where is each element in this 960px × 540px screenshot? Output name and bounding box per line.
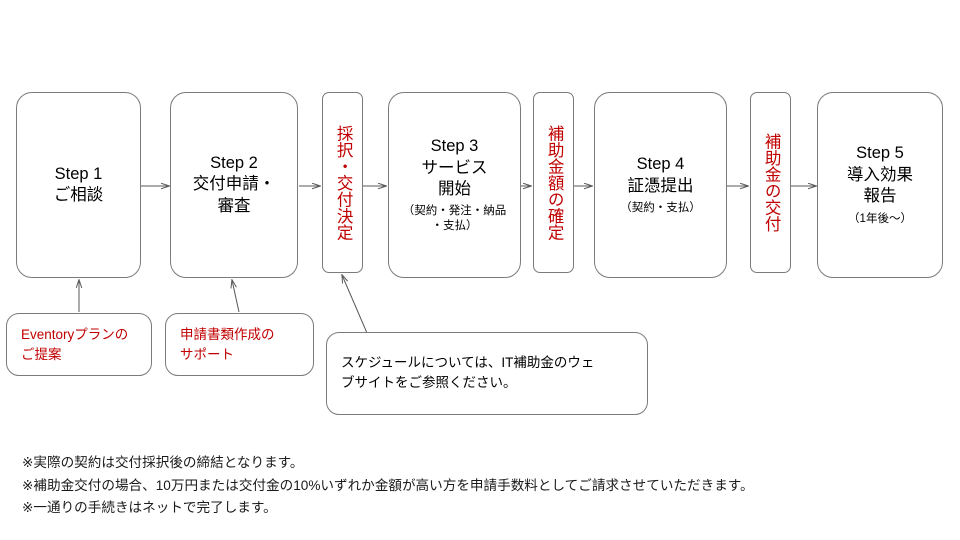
step-2-title: Step 2 [210, 153, 258, 172]
callout-1-text: Eventoryプランの ご提案 [7, 314, 142, 364]
step-box-4[interactable]: Step 4 証憑提出 （契約・支払） [594, 92, 727, 278]
gate-2-label: 補助金額の確定 [545, 124, 564, 241]
step-5-content: Step 5 導入効果 報告 （1年後～） [847, 143, 913, 226]
step-box-5[interactable]: Step 5 導入効果 報告 （1年後～） [817, 92, 943, 278]
step-3-subtitle-2: 開始 [438, 180, 471, 198]
step-3-title: Step 3 [430, 137, 479, 156]
step-2-subtitle: 交付申請・ [192, 175, 276, 194]
callout-1-line-1: Eventoryプランの [21, 327, 129, 342]
gate-box-1[interactable]: 採択・交付決定 [322, 92, 363, 273]
callout-3-text: スケジュールについては、IT補助金のウェ ブサイトをご参照ください。 [327, 333, 608, 392]
callout-box-3[interactable]: スケジュールについては、IT補助金のウェ ブサイトをご参照ください。 [326, 332, 648, 415]
step-5-subtitle-2: 報告 [863, 187, 897, 206]
step-4-subtitle: 証憑提出 [627, 176, 694, 195]
callout-3-line-2: ブサイトをご参照ください。 [341, 374, 517, 390]
step-4-title: Step 4 [636, 155, 685, 174]
gate-box-3[interactable]: 補助金の交付 [750, 92, 791, 273]
step-3-note: （契約・発注・納品 [402, 205, 507, 218]
step-box-1[interactable]: Step 1 ご相談 [16, 92, 141, 278]
step-1-subtitle: ご相談 [53, 186, 104, 204]
arrow-note3-to-gate1 [342, 275, 368, 334]
footnote-2: ※補助金交付の場合、10万円または交付金の10%いずれか金額が高い方を申請手数料… [22, 477, 754, 493]
step-1-content: Step 1 ご相談 [54, 164, 104, 207]
step-5-subtitle: 導入効果 [847, 165, 913, 184]
callout-2-line-2: サポート [180, 346, 234, 362]
step-2-subtitle-2: 審査 [217, 196, 251, 215]
step-3-content: Step 3 サービス 開始 （契約・発注・納品 ・支払） [403, 136, 507, 234]
step-3-note-2: ・支払） [431, 220, 478, 233]
step-3-subtitle: サービス [421, 158, 488, 177]
footnote-3: ※一通りの手続きはネットで完了します。 [22, 500, 277, 516]
step-5-title: Step 5 [856, 144, 904, 163]
footnote-1: ※実際の契約は交付採択後の締結となります。 [22, 455, 304, 470]
step-5-note: （1年後～） [848, 212, 912, 225]
step-1-title: Step 1 [54, 164, 103, 183]
gate-1-label: 採択・交付決定 [334, 124, 353, 241]
step-4-content: Step 4 証憑提出 （契約・支払） [620, 154, 701, 216]
footnote-list: ※実際の契約は交付採択後の締結となります。 ※補助金交付の場合、10万円または交… [22, 452, 942, 520]
callout-1-line-2: ご提案 [21, 346, 62, 362]
step-2-content: Step 2 交付申請・ 審査 [193, 153, 276, 217]
step-box-2[interactable]: Step 2 交付申請・ 審査 [170, 92, 298, 278]
arrow-note2-to-step2 [232, 280, 240, 313]
callout-3-line-1: スケジュールについては、IT補助金のウェ [341, 355, 595, 370]
callout-2-line-1: 申請書類作成の [180, 327, 275, 342]
callout-2-text: 申請書類作成の サポート [166, 314, 289, 364]
step-box-3[interactable]: Step 3 サービス 開始 （契約・発注・納品 ・支払） [388, 92, 521, 278]
callout-box-1[interactable]: Eventoryプランの ご提案 [6, 313, 152, 376]
gate-3-label: 補助金の交付 [762, 133, 781, 232]
step-4-note: （契約・支払） [620, 202, 701, 215]
callout-box-2[interactable]: 申請書類作成の サポート [165, 313, 314, 376]
gate-box-2[interactable]: 補助金額の確定 [533, 92, 574, 273]
